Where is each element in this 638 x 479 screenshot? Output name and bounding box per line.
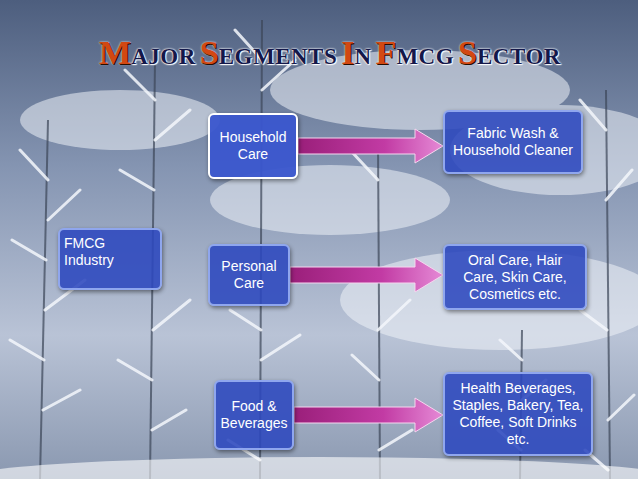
block-arrow [290,258,443,292]
clouds [20,50,638,350]
block-arrow [294,398,443,432]
box-label: Household Care [214,129,292,163]
title-rest: MCG [396,44,454,69]
box-label: Personal Care [214,258,284,292]
slide-title: MAJOR SEGMENTS IN FMCG SECTOR [80,34,580,72]
box-label: Health Beverages, Staples, Bakery, Tea, … [449,380,587,448]
block-arrow [298,129,443,163]
box-label: FMCG Industry [64,235,156,269]
product-box: Health Beverages, Staples, Bakery, Tea, … [443,372,593,456]
segment-box: Food & Beverages [214,380,294,450]
title-rest: N [354,44,371,69]
segment-box: Household Care [208,113,298,179]
frosty-branches [10,30,634,470]
title-rest: EGMENTS [219,44,338,69]
industry-box: FMCG Industry [58,228,162,290]
box-label: Fabric Wash & Household Cleaner [449,125,577,159]
title-initial: S [200,34,219,71]
title-initial: M [99,34,131,71]
title-initial: I [341,34,354,71]
title-initial: F [376,34,397,71]
box-label: Oral Care, Hair Care, Skin Care, Cosmeti… [449,252,581,303]
tree-trunks [40,20,610,479]
segment-box: Personal Care [208,244,290,306]
product-box: Oral Care, Hair Care, Skin Care, Cosmeti… [443,244,587,310]
title-rest: ECTOR [477,44,561,69]
title-rest: AJOR [131,44,196,69]
snow-on-ground [0,457,638,479]
box-label: Food & Beverages [220,398,288,432]
product-box: Fabric Wash & Household Cleaner [443,110,583,174]
title-initial: S [458,34,477,71]
